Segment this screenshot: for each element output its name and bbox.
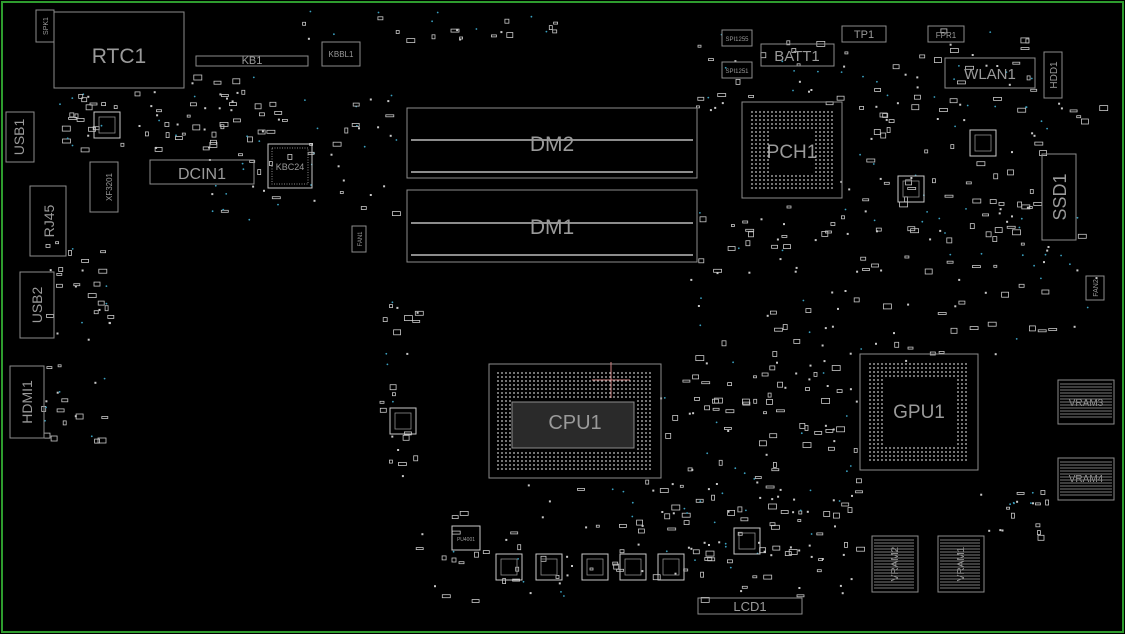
spi1-label: SPI1255 [725,37,749,43]
component-cpu[interactable]: CPU1 [488,362,662,479]
batt-label: BATT1 [774,48,820,65]
component-wlan[interactable]: WLAN1 [944,57,1036,89]
pch-label: PCH1 [767,142,818,163]
component-kbc[interactable]: KBC24 [267,143,313,189]
component-dm1[interactable]: DM1 [406,189,698,263]
fpr-label: FPR1 [936,31,957,40]
cpu-label: CPU1 [548,412,601,434]
kbc-label: KBC24 [276,162,305,172]
component-spi2[interactable]: SPI1251 [721,61,753,79]
component-clutter [41,10,1109,603]
rj45-label: RJ45 [41,204,57,237]
component-spi1[interactable]: SPI1255 [721,29,753,47]
ball-grid [869,363,967,461]
spi2-label: SPI1251 [725,69,749,75]
component-pch[interactable]: PCH1 [741,101,843,199]
component-fan1[interactable]: FAN1 [351,225,367,253]
wlan-label: WLAN1 [964,66,1016,83]
gpu-label: GPU1 [893,402,945,423]
component-fan2[interactable]: FAN2 [1085,275,1105,301]
vram-pads [940,539,980,589]
component-hdd[interactable]: HDD1 [1043,51,1063,99]
dm2-label: DM2 [530,133,574,156]
pu-label: PU4001 [457,537,475,543]
component-pu[interactable]: PU4001 [451,525,481,551]
component-kbbl[interactable]: KBBL1 [321,41,361,67]
component-hdmi[interactable]: HDMI1 [9,365,45,439]
component-rtc[interactable]: RTC1 [53,11,185,89]
component-usb1[interactable]: USB1 [5,111,35,163]
rtc-label: RTC1 [92,45,146,68]
component-fpr[interactable]: FPR1 [927,25,965,43]
component-kb[interactable]: KB1 [195,55,309,67]
xf-label: XF3201 [105,172,114,201]
component-xf[interactable]: XF3201 [89,161,119,213]
component-gpu[interactable]: GPU1 [859,353,979,471]
component-usb2[interactable]: USB2 [19,271,55,339]
ssd-label: SSD1 [1050,173,1070,220]
fan1-label: FAN1 [358,231,364,247]
vram-pads [1060,383,1112,418]
usb2-label: USB2 [29,287,45,324]
vram-pads [874,539,914,589]
kbbl-label: KBBL1 [329,50,354,59]
hdd-label: HDD1 [1049,61,1060,89]
spk-label: SPK1 [43,17,50,35]
ball-grid [751,111,833,189]
component-batt[interactable]: BATT1 [760,43,835,67]
fan2-label: FAN2 [1093,279,1100,297]
kb-label: KB1 [242,55,263,67]
component-dm2[interactable]: DM2 [406,107,698,179]
dcin-label: DCIN1 [178,166,226,183]
tp-label: TP1 [854,29,874,41]
usb1-label: USB1 [11,119,27,156]
component-ssd[interactable]: SSD1 [1041,153,1077,241]
dm1-label: DM1 [530,216,574,239]
vram-pads [1060,461,1112,496]
lcd-label: LCD1 [733,599,766,614]
component-tp[interactable]: TP1 [841,25,887,43]
component-lcd[interactable]: LCD1 [697,597,803,615]
component-spk[interactable]: SPK1 [35,9,55,43]
vram3-label: VRAM3 [1069,398,1104,409]
ball-grid [497,372,651,470]
hdmi-label: HDMI1 [19,380,35,424]
component-dcin[interactable]: DCIN1 [149,159,255,185]
component-vram3[interactable]: VRAM3 [1057,379,1115,425]
component-rj45[interactable]: RJ45 [29,185,67,257]
